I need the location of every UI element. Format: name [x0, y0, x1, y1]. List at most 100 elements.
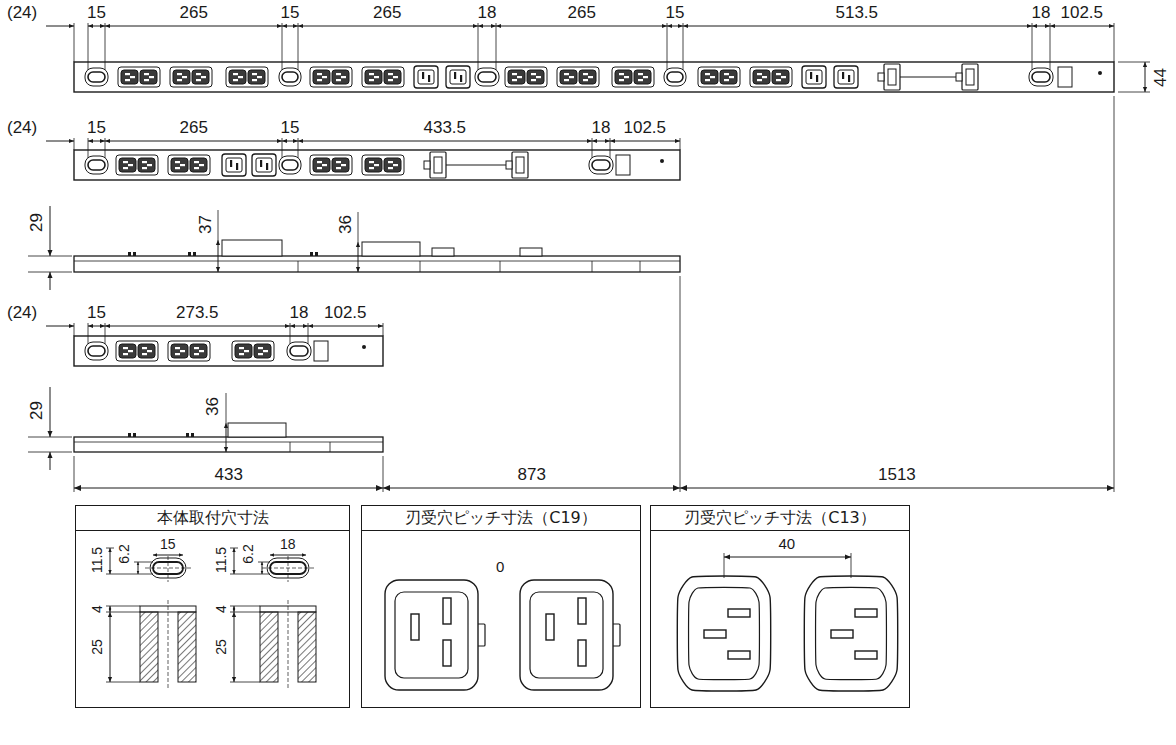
- blade-slot: [588, 76, 593, 78]
- arrow-head: [74, 485, 81, 491]
- blade-slot: [236, 163, 238, 170]
- circuit-breaker: [424, 152, 446, 178]
- extension-line: [134, 562, 153, 563]
- indicator-dot: [1098, 71, 1102, 75]
- dimension-value: 15: [87, 119, 106, 136]
- blade-slot: [317, 73, 322, 75]
- blade-slot: [531, 79, 536, 81]
- dimension-value: 18: [478, 4, 497, 21]
- blade-slot: [239, 353, 244, 355]
- slot-frame: [85, 342, 108, 360]
- dimension-value: 273.5: [176, 304, 219, 321]
- arrow-head: [232, 677, 236, 682]
- c13-outlet-pair: [310, 155, 352, 175]
- arrow-head: [678, 24, 683, 28]
- blade-slot: [816, 75, 818, 82]
- leader-line: [218, 210, 219, 240]
- mounting-slot: [88, 346, 105, 356]
- arrow-head: [100, 324, 105, 328]
- arrow-head: [308, 324, 313, 328]
- extension-line: [74, 23, 75, 62]
- c13-receptacle: [579, 70, 596, 84]
- blade-slot: [454, 72, 456, 79]
- dimension-value: 102.5: [1061, 4, 1104, 21]
- extension-line: [106, 682, 140, 683]
- arrow-head: [1027, 24, 1032, 28]
- dimension-value: 36: [336, 215, 353, 234]
- blade-slot: [705, 73, 710, 75]
- breaker-tab: [506, 161, 512, 169]
- dimension-value: 37: [196, 215, 213, 234]
- blade-slot: [177, 73, 182, 75]
- receptacle-outline: [520, 580, 613, 690]
- dimension-value: 18: [1032, 4, 1051, 21]
- dimension-value: 265: [180, 4, 208, 21]
- blade-slot: [374, 76, 379, 78]
- outlet-frame: [232, 341, 274, 361]
- mounting-slot: [592, 160, 610, 170]
- blade-slot: [443, 640, 451, 666]
- blade-slot: [776, 79, 781, 81]
- blade-slot: [624, 76, 629, 78]
- arrow-head: [105, 324, 110, 328]
- c13-receptacle: [384, 158, 401, 172]
- blade-slot: [341, 164, 346, 166]
- latch-mark: [310, 252, 313, 256]
- dimension-line: [50, 387, 51, 437]
- latch-mark: [128, 252, 131, 256]
- extension-line: [1114, 96, 1115, 492]
- extension-line: [74, 323, 75, 336]
- mounting-hole-detail: [106, 548, 196, 688]
- blade-slot: [125, 79, 130, 81]
- arrow-head: [1032, 24, 1037, 28]
- c19-face: [256, 158, 272, 172]
- arrow-head: [88, 324, 93, 328]
- c19-receptacle-detail: [520, 580, 620, 690]
- extension-line: [383, 323, 384, 336]
- pdu-top-view: [46, 23, 1114, 92]
- center-line: [288, 600, 289, 688]
- blade-slot: [422, 72, 424, 79]
- breaker-link: [446, 165, 506, 166]
- receptacle-face: [689, 587, 760, 679]
- dimension-value: 433.5: [424, 119, 467, 136]
- side-part: [362, 242, 420, 256]
- arrow-head: [491, 24, 496, 28]
- blade-slot: [724, 73, 729, 75]
- extension-line: [258, 562, 270, 563]
- blade-slot: [130, 76, 135, 78]
- dimension-value: 18: [290, 304, 309, 321]
- plate-joint: [592, 261, 593, 272]
- arrow-head: [88, 139, 93, 143]
- blade-slot: [531, 73, 536, 75]
- dimension-value: 29: [27, 401, 44, 420]
- c13-receptacle-detail: [677, 576, 770, 691]
- slot-frame: [664, 68, 686, 86]
- arrow-head: [88, 24, 93, 28]
- blade-slot: [175, 167, 180, 169]
- blade-slot: [263, 350, 268, 352]
- arrow-head: [108, 612, 112, 617]
- blade-slot: [194, 347, 199, 349]
- blade-slot: [128, 350, 133, 352]
- blade-slot: [388, 167, 393, 169]
- blade-slot: [512, 73, 517, 75]
- blade-slot: [536, 76, 541, 78]
- blade-slot: [128, 164, 133, 166]
- blade-slot: [147, 164, 152, 166]
- dimension-value: 15: [87, 4, 106, 21]
- receptacle-face: [530, 592, 603, 678]
- arrow-head: [724, 554, 730, 559]
- extension-line: [282, 23, 283, 71]
- extension-line: [478, 23, 479, 71]
- blade-slot: [341, 76, 346, 78]
- c13-receptacle: [235, 344, 252, 358]
- blade-slot: [196, 73, 201, 75]
- hatched-section: [178, 612, 196, 682]
- c13-outlet-pair: [505, 67, 547, 87]
- arrow-head: [137, 571, 140, 574]
- arrow-head: [137, 562, 140, 565]
- blade-slot: [142, 347, 147, 349]
- blade-slot: [638, 73, 643, 75]
- blade-slot: [757, 73, 762, 75]
